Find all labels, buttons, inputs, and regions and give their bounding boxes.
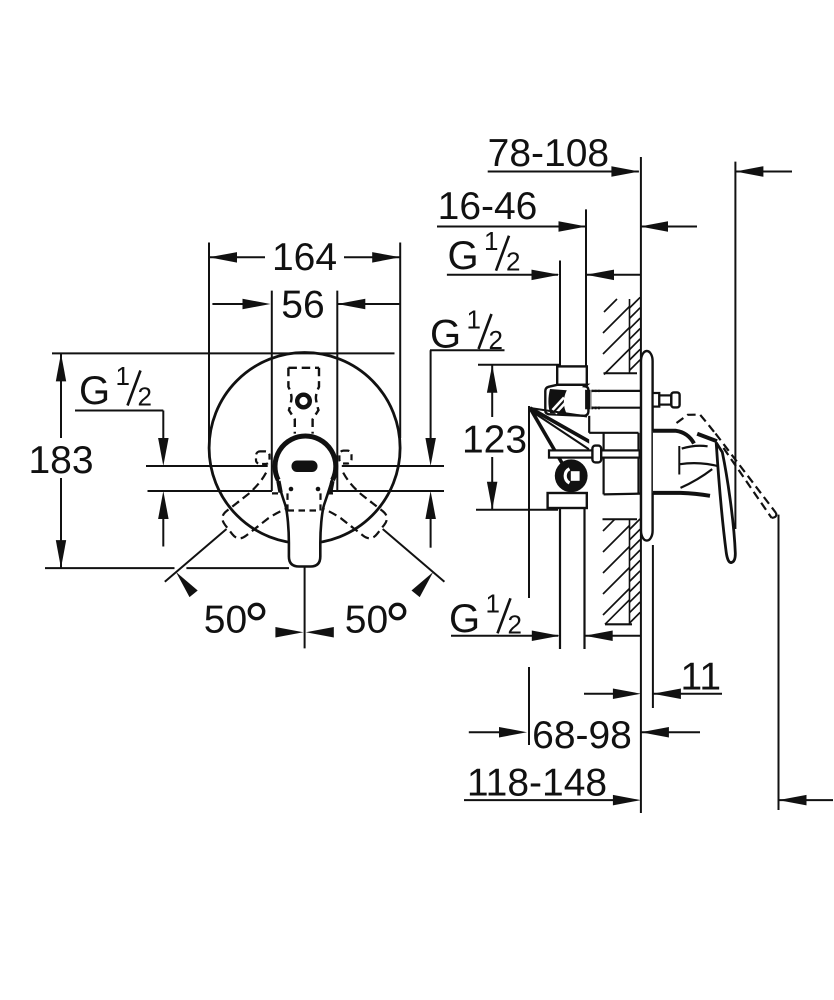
- svg-text:123: 123: [462, 419, 527, 462]
- svg-text:2: 2: [506, 247, 520, 277]
- svg-text:118-148: 118-148: [467, 762, 607, 805]
- svg-text:183: 183: [28, 439, 93, 482]
- svg-text:2: 2: [138, 382, 152, 412]
- svg-text:164: 164: [272, 236, 337, 279]
- svg-text:50: 50: [345, 599, 388, 642]
- svg-text:78-108: 78-108: [488, 132, 609, 175]
- svg-text:16-46: 16-46: [438, 185, 538, 228]
- svg-text:68-98: 68-98: [532, 714, 632, 757]
- svg-text:G: G: [430, 313, 461, 357]
- svg-text:56: 56: [281, 284, 324, 327]
- svg-text:11: 11: [681, 656, 722, 699]
- svg-text:1: 1: [467, 304, 481, 334]
- svg-text:G: G: [449, 597, 480, 641]
- svg-text:1: 1: [116, 361, 130, 391]
- svg-text:50: 50: [204, 599, 247, 642]
- svg-text:1: 1: [484, 226, 498, 256]
- svg-text:2: 2: [508, 609, 522, 639]
- svg-text:G: G: [448, 234, 479, 278]
- svg-text:1: 1: [486, 589, 500, 619]
- svg-text:2: 2: [489, 325, 503, 355]
- svg-text:G: G: [79, 369, 110, 413]
